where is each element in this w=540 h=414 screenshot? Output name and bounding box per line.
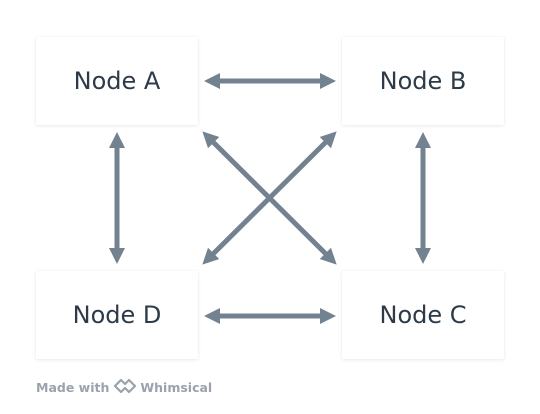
- arrow-b-d: [202, 131, 337, 265]
- node-a[interactable]: Node A: [36, 37, 198, 125]
- whimsical-brand: Whimsical: [140, 380, 213, 395]
- node-a-label: Node A: [73, 67, 161, 95]
- whimsical-logo-icon: [113, 378, 137, 397]
- node-c-label: Node C: [379, 301, 467, 329]
- node-c[interactable]: Node C: [342, 271, 504, 359]
- made-with-label: Made with: [36, 380, 110, 395]
- node-d[interactable]: Node D: [36, 271, 198, 359]
- node-b[interactable]: Node B: [342, 37, 504, 125]
- node-d-label: Node D: [72, 301, 162, 329]
- made-with-whimsical-badge[interactable]: Made with Whimsical: [36, 378, 212, 397]
- node-b-label: Node B: [379, 67, 467, 95]
